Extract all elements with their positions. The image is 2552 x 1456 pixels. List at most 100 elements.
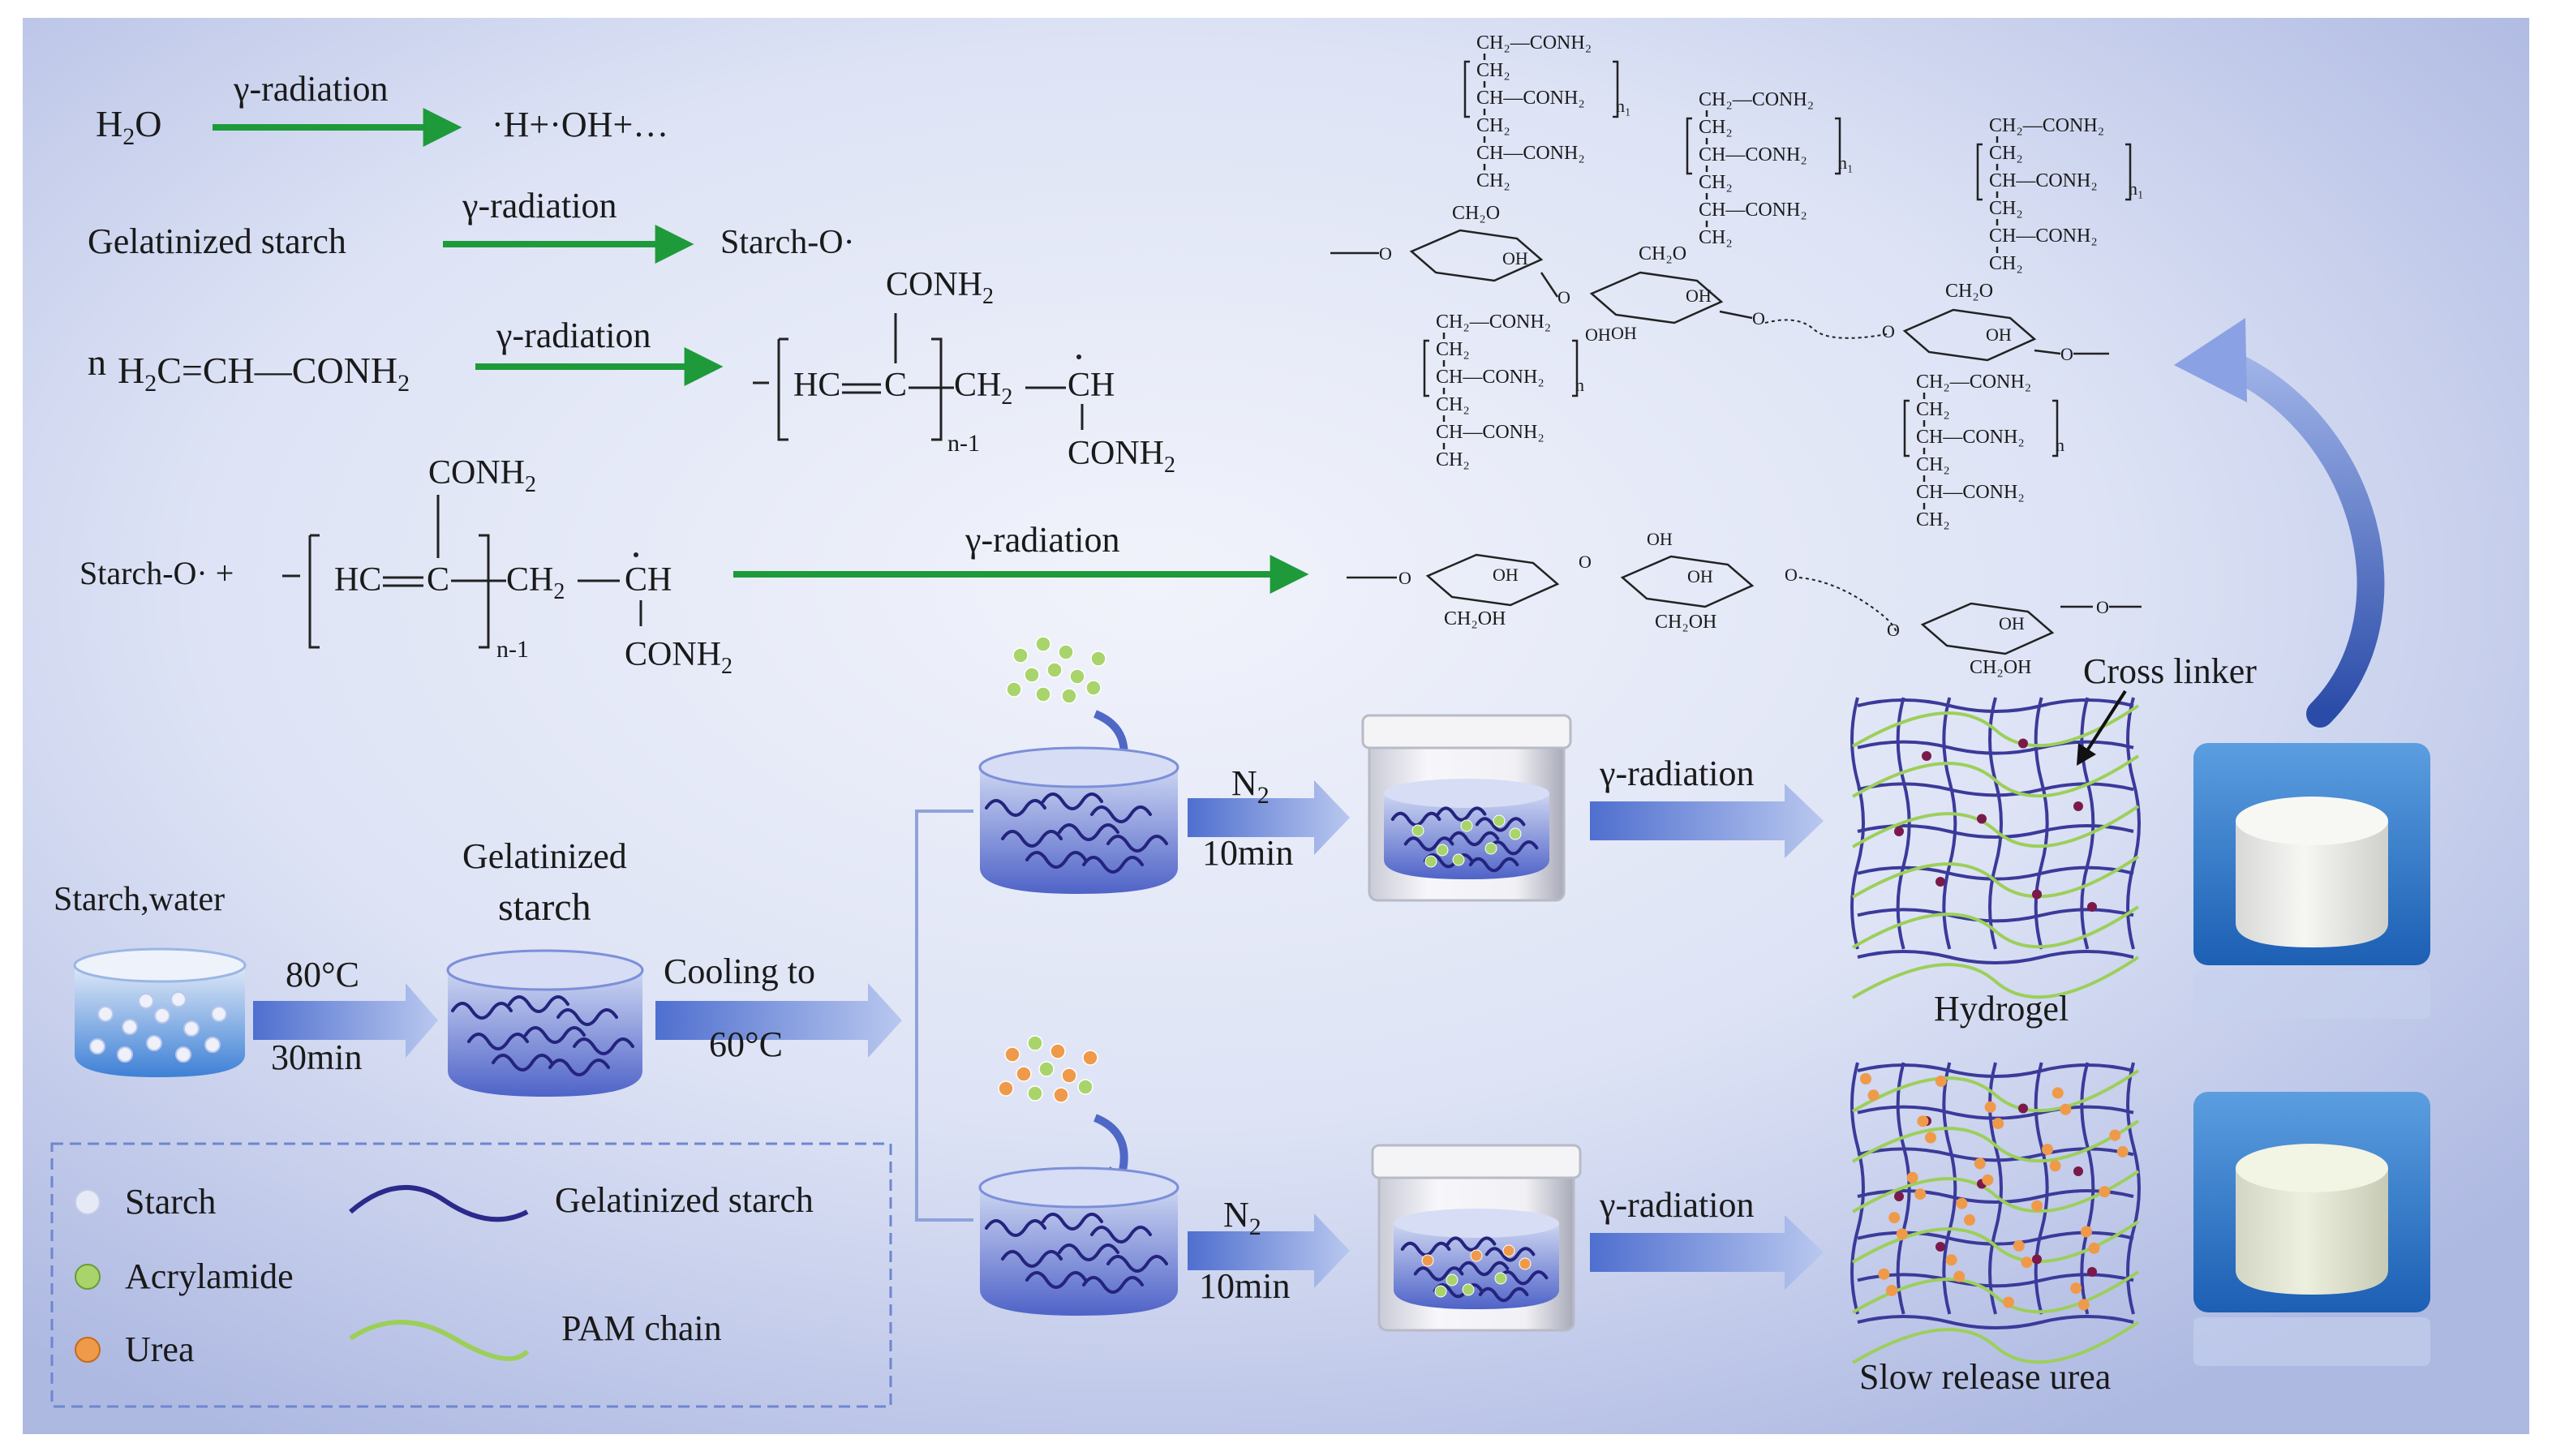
starch-chain [2080,697,2095,950]
starch-chain [1988,697,2003,950]
gelatinized-chain [573,1037,634,1055]
acrylamide-dot [1436,844,1449,857]
bracket [1463,60,1470,118]
legend-gelatinized-swatch [349,1184,529,1222]
gelatinized-chain [1475,817,1526,832]
starch-bead [97,1006,114,1022]
acrylamide-dot [1452,853,1465,866]
structure-label: CH—CONH₂ [1476,88,1585,109]
crosslink-dot [1935,1242,1945,1252]
urea-dot [1860,1073,1871,1084]
acrylamide-dot [1085,680,1102,696]
svg-text:C: C [427,561,449,599]
starch-bead [146,1035,162,1051]
urea-dot [2099,1186,2111,1198]
structure-label: CH₂ [1989,198,2023,219]
structure-label: OH [1999,613,2025,634]
pam-chain [1851,855,2140,899]
structure-label: O [1379,243,1392,264]
svg-text:CONH2: CONH2 [886,266,994,309]
gelatinized-chain [1484,1247,1536,1262]
structure-label: CH₂ [1476,170,1510,191]
structure-label: CH₂ [1916,509,1950,530]
urea-dot [2077,1299,2090,1311]
gelatinized-chain [1042,1213,1103,1231]
background-panel [23,18,2529,1434]
structure-label: O [1579,552,1592,572]
urea-dot [1470,1249,1483,1262]
pam-chain [1851,704,2140,748]
pam-chain [1851,1321,2140,1364]
starch-chain [2034,1062,2049,1315]
starch-chain [1857,1189,2134,1204]
starch-chain [1857,908,2134,923]
starch-bead [211,1006,227,1022]
bracket [1613,60,1619,118]
svg-text:CH2: CH2 [954,367,1012,410]
urea-dot [2013,1239,2025,1252]
gelatinized-chain [1058,1243,1119,1261]
gelatinized-chain [508,995,569,1013]
starch-bead [154,1007,170,1024]
acrylamide-dot [1434,1285,1447,1298]
structure-label: CH₂ [1699,117,1733,138]
acrylamide-dot [1024,667,1040,683]
acrylamide-dot [1424,855,1437,868]
beaker-bottom [978,1166,1179,1316]
acrylamide-dot [1012,647,1029,664]
starch-chain [1896,697,1911,950]
svg-text:HC: HC [334,561,381,599]
branch-lines [915,810,973,1222]
gelatinized-chain [1001,1250,1063,1268]
acrylamide-dot [1058,644,1074,660]
starch-chain [1850,697,1865,950]
acrylamide-dot [1494,1272,1507,1285]
gelatinized-chain [1468,857,1519,873]
structure-label: CH₂ [1699,227,1733,248]
gelatinized-chain [1478,1286,1529,1303]
n2-bottom: N2 [1223,1195,1261,1240]
crosslink-dot [1935,877,1945,887]
structure-label: OH [1585,324,1611,345]
structure-label: OH [1986,324,2012,345]
legend-starch-swatch [75,1189,101,1215]
r3-product: HC C CONH2 CH2 CH CONH2 n-1 [753,266,1175,478]
gelatinized-chain [985,1219,1046,1237]
starch-chain [1857,1105,2134,1120]
acrylamide-dot [1061,688,1077,704]
start-label: Starch,water [54,881,225,918]
legend-urea: Urea [125,1329,195,1369]
urea-dot [1016,1066,1032,1082]
n2-arrow-top [1188,780,1350,855]
crosslink-dot [2018,738,2028,749]
r2-left: Gelatinized starch [88,221,346,261]
structure-label: CH—CONH₂ [1916,482,2025,503]
starch-bead [175,1046,191,1063]
urea-dot [1935,1075,1947,1087]
urea-dot [2081,1226,2092,1238]
legend-pam: PAM chain [561,1308,722,1348]
urea-dot [1992,1118,2004,1130]
structure-label: O [2060,344,2073,364]
svg-text:CONH2: CONH2 [625,636,733,679]
gelatinized-chain [451,1002,513,1020]
gelatinized-chain [1106,835,1168,853]
glucose-ring [1589,271,1724,324]
bracket [1423,339,1429,397]
structure-label: CH₂ [1916,399,1950,420]
urea-dot [1982,1174,1994,1186]
structure-label: n [2056,435,2064,455]
urea-dot [1896,1228,1908,1240]
gelatinized-chain [548,1059,610,1076]
structure-label: OH [1502,248,1528,268]
structure-label: n₁ [1616,96,1631,116]
acrylamide-dot [1484,842,1497,855]
structure-label: CH—CONH₂ [1436,367,1545,388]
gelatinized-chain [467,1033,529,1050]
svg-text:CONH2: CONH2 [428,454,536,497]
acrylamide-dot [1027,1035,1043,1051]
cooling-arrow [655,983,902,1058]
